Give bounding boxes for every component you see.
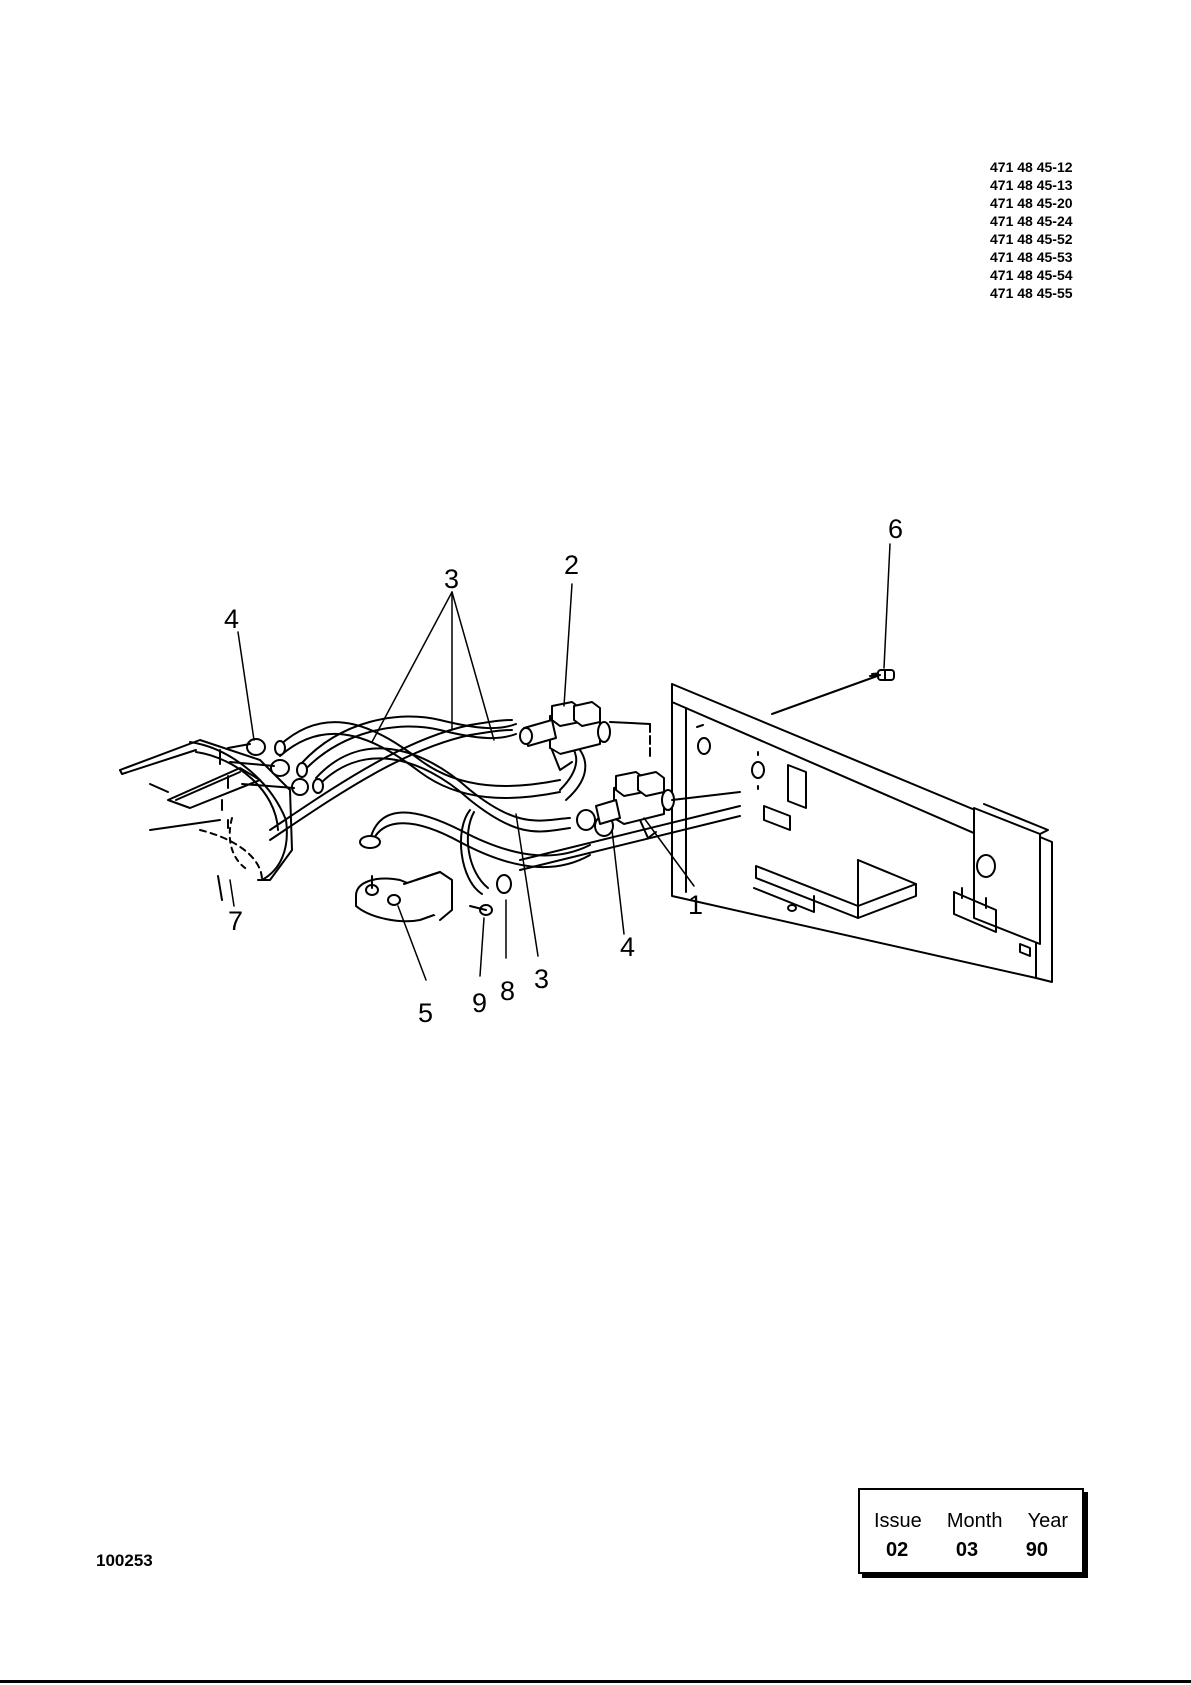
issue-box-header: Issue Month Year	[860, 1510, 1082, 1533]
callout-5: 5	[418, 998, 433, 1028]
page-bottom-rule	[0, 1680, 1191, 1683]
month-label: Month	[947, 1510, 1003, 1533]
callout-4-right: 4	[620, 932, 635, 962]
issue-box: Issue Month Year 02 03 90	[858, 1488, 1084, 1574]
control-panel	[672, 684, 1052, 982]
screw-6	[772, 670, 894, 714]
callout-9: 9	[472, 988, 487, 1018]
callout-3-bottom: 3	[534, 964, 549, 994]
year-value: 90	[1026, 1539, 1048, 1562]
callout-3-top: 3	[444, 564, 459, 594]
callout-1: 1	[688, 890, 703, 920]
hose-clip-8-9	[461, 810, 511, 915]
valve-1	[596, 772, 740, 838]
callout-2: 2	[564, 550, 579, 580]
issue-label: Issue	[874, 1510, 922, 1533]
callout-8: 8	[500, 976, 515, 1006]
month-value: 03	[956, 1539, 978, 1562]
issue-value: 02	[886, 1539, 908, 1562]
issue-box-values: 02 03 90	[860, 1539, 1082, 1562]
callout-6: 6	[888, 514, 903, 544]
document-id: 100253	[96, 1551, 153, 1571]
tub-7	[120, 740, 292, 900]
callout-7: 7	[228, 906, 243, 936]
pressure-switch-5	[356, 872, 452, 921]
year-label: Year	[1028, 1510, 1068, 1533]
callout-4-left: 4	[224, 604, 239, 634]
